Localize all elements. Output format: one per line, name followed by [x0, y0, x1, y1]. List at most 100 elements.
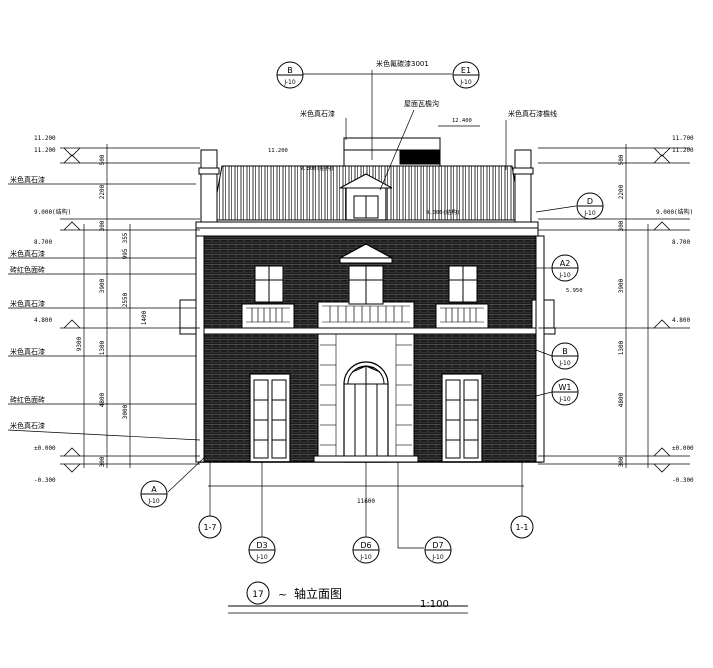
- callout-d-ref: J-10: [583, 210, 596, 217]
- string-course-lower: [179, 327, 556, 335]
- left-dimension-numbers: 500 2200 300 3900 1300 4800 300 9300 995…: [76, 154, 148, 467]
- detail-callouts: [140, 61, 604, 605]
- level-markers: [63, 147, 671, 473]
- arched-door: [343, 361, 389, 463]
- elev-right-1: 11.700: [672, 135, 694, 142]
- callout-b-right-ref: J-10: [558, 360, 571, 367]
- left-label-7: 米色真石漆: [10, 421, 45, 430]
- dim-left-inner-4: 300: [99, 456, 106, 467]
- dim-left-outer-5: 9300: [76, 336, 83, 351]
- title-scale: 1:100: [420, 599, 449, 610]
- dim-right-2: 2200: [618, 184, 625, 199]
- title-tilde: ~: [278, 588, 287, 601]
- callout-d7-letter: D7: [432, 541, 443, 550]
- elev-right-5: 4.800: [672, 317, 690, 324]
- chimney-right: [514, 149, 532, 223]
- callout-d3-letter: D3: [256, 541, 267, 550]
- top-material-labels: 米色氟碳漆3001 米色真石漆 屋面瓦檐沟 米色真石漆檐线: [300, 59, 557, 118]
- callout-d-letter: D: [587, 197, 593, 206]
- elev-left-6: ±0.000: [34, 445, 56, 452]
- dim-left-mid-4: 3000: [122, 404, 129, 419]
- elev-right-4: 8.700: [672, 239, 690, 246]
- callout-e1-letter: E1: [461, 66, 471, 75]
- callout-a2-ref: J-10: [558, 272, 571, 279]
- title-name: 轴立面图: [294, 586, 342, 601]
- top-label-middle: 屋面瓦檐沟: [404, 99, 439, 108]
- elev-left-1: 11.200: [34, 135, 56, 142]
- elev-right-6: ±0.000: [672, 445, 694, 452]
- left-label-3: 砖红色面砖: [10, 265, 45, 274]
- dim-right-7: 300: [618, 456, 625, 467]
- callout-a-ref: J-10: [147, 498, 160, 505]
- left-label-2: 米色真石漆: [10, 249, 45, 258]
- elev-left-5: 4.800: [34, 317, 52, 324]
- main-cornice: [195, 221, 539, 237]
- inner-note-2: 12.400: [452, 118, 472, 124]
- dim-left-outer-2: 2200: [99, 184, 106, 199]
- dormer: [339, 173, 393, 221]
- left-elevations: 11.200 11.200 9.000(结构) 8.700 4.800 ±0.0…: [34, 135, 71, 484]
- left-material-labels: 米色真石漆 米色真石漆 砖红色面砖 米色真石漆 米色真石漆 砖红色面砖 米色真石…: [10, 175, 45, 430]
- callout-a-letter: A: [151, 485, 157, 494]
- dim-left-mid-1: 995: [122, 248, 129, 259]
- right-french-door: [441, 373, 483, 463]
- callout-b-right-letter: B: [562, 347, 568, 356]
- building-elevation: [179, 137, 556, 463]
- elev-right-2: 11.200: [672, 147, 694, 154]
- inner-note-4: 5.950: [566, 288, 583, 294]
- dim-right-1: 500: [618, 154, 625, 165]
- dim-left-outer-1: 500: [99, 154, 106, 165]
- bottom-dimension: 11600: [357, 498, 375, 505]
- inner-note-3: 9.800(结构): [300, 164, 334, 172]
- dim-left-mid-2: 2550: [122, 292, 129, 307]
- dim-right-4: 3900: [618, 278, 625, 293]
- dim-right-5: 1300: [618, 340, 625, 355]
- dim-left-inner-1: 3900: [99, 278, 106, 293]
- left-label-6: 砖红色面砖: [10, 395, 45, 404]
- top-label-right: 米色真石漆檐线: [508, 109, 557, 118]
- chimney-left: [200, 149, 218, 223]
- dim-left-inner-2: 1300: [99, 340, 106, 355]
- dim-right-3: 300: [618, 220, 625, 231]
- elev-right-7: -0.300: [672, 477, 694, 484]
- elev-left-4: 8.700: [34, 239, 52, 246]
- dim-left-mid-3: 355: [122, 232, 129, 243]
- inner-notes: 11.200 12.400 9.800(结构) 5.950 9.000(结构): [268, 118, 583, 294]
- callout-a2-letter: A2: [560, 259, 571, 268]
- top-label-left: 米色真石漆: [300, 109, 335, 118]
- callout-d6-ref: J-10: [359, 554, 372, 561]
- elev-left-3: 9.000(结构): [34, 208, 71, 216]
- dim-left-outer-3: 300: [99, 220, 106, 231]
- axis-bubble-1-1: 1-1: [515, 523, 528, 532]
- elev-left-7: -0.300: [34, 477, 56, 484]
- left-french-door: [249, 373, 291, 463]
- axis-bubble-1-7: 1-7: [203, 523, 216, 532]
- callout-b-top-ref: J-10: [283, 79, 296, 86]
- right-elevations: 11.700 11.200 9.000(结构) 8.700 4.800 ±0.0…: [656, 135, 694, 484]
- inner-note-1: 11.200: [268, 148, 288, 154]
- inner-note-5: 9.000(结构): [426, 208, 460, 216]
- callout-d7-ref: J-10: [431, 554, 444, 561]
- callout-w1-letter: W1: [559, 383, 572, 392]
- elev-right-3: 9.000(结构): [656, 208, 693, 216]
- upper-windows: [254, 243, 478, 305]
- callout-b-top-letter: B: [287, 66, 293, 75]
- left-label-1: 米色真石漆: [10, 175, 45, 184]
- dim-right-6: 4800: [618, 392, 625, 407]
- dim-left-inner-3: 4800: [99, 392, 106, 407]
- dim-left-mid-5: 1400: [141, 310, 148, 325]
- title-axis-from: 17: [252, 590, 263, 600]
- callout-d6-letter: D6: [360, 541, 371, 550]
- title-block: 17 ~ 轴立面图 1:100: [252, 586, 449, 610]
- callout-d3-ref: J-10: [255, 554, 268, 561]
- top-label-center: 米色氟碳漆3001: [376, 59, 429, 68]
- elev-left-2: 11.200: [34, 147, 56, 154]
- dimension-lines: [7, 70, 690, 614]
- callout-w1-ref: J-10: [558, 396, 571, 403]
- left-label-4: 米色真石漆: [10, 299, 45, 308]
- callout-e1-ref: J-10: [459, 79, 472, 86]
- left-label-5: 米色真石漆: [10, 347, 45, 356]
- right-dimension-numbers: 500 2200 300 3900 1300 4800 300: [618, 154, 625, 467]
- callout-text: B J-10 E1 J-10 D J-10 A2 J-10 B J-10 W1 …: [147, 66, 596, 561]
